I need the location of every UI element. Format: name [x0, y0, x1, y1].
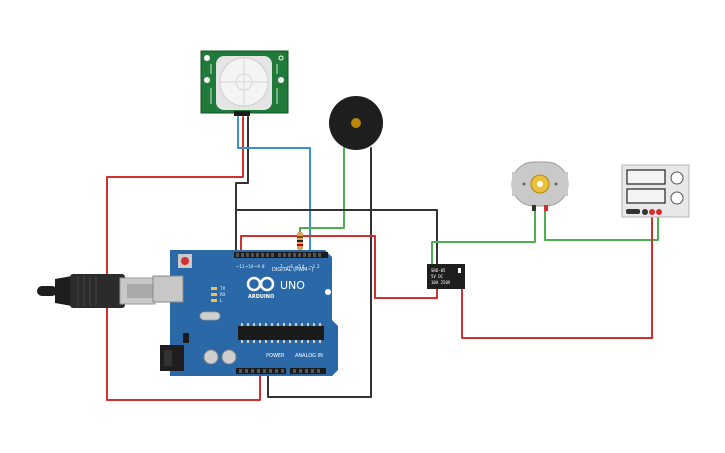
svg-text:8: 8	[262, 264, 265, 269]
wire-relay-gnd-black[interactable]	[235, 209, 438, 266]
supply-display-top	[626, 169, 666, 185]
wire-relay-signal-red[interactable]	[240, 235, 438, 299]
arduino-logo	[246, 276, 275, 292]
piezo-buzzer[interactable]	[329, 96, 383, 150]
supply-knob-bottom[interactable]	[670, 191, 684, 205]
svg-text:~9: ~9	[254, 264, 260, 269]
svg-text:~10: ~10	[245, 264, 254, 269]
svg-text:~11: ~11	[236, 264, 245, 269]
board-model: UNO	[280, 279, 305, 292]
svg-text:~5: ~5	[295, 264, 301, 269]
label-l: L	[220, 298, 223, 303]
buzzer-center	[351, 118, 361, 128]
relay-label-3: 10A 250V	[431, 280, 451, 285]
wire-buzzer-gnd-black[interactable]	[267, 147, 372, 398]
relay-module[interactable]: SRD-05 5V DC 10A 250V	[427, 264, 465, 289]
svg-text:4: 4	[302, 264, 305, 269]
svg-text:~3: ~3	[309, 264, 315, 269]
wire-relay-supply-red[interactable]	[461, 213, 653, 339]
digital-header-label: DIGITAL (PWM~)	[272, 267, 314, 273]
usb-cable	[37, 274, 156, 308]
analog-header-label: ANALOG IN	[295, 353, 323, 359]
label-rx: RX	[220, 292, 226, 297]
svg-text:2: 2	[317, 264, 320, 269]
svg-text:7: 7	[280, 264, 283, 269]
pir-motion-sensor[interactable]	[200, 50, 289, 116]
motor-shaft	[537, 181, 543, 187]
dc-motor[interactable]	[511, 161, 569, 211]
supply-switch[interactable]	[626, 209, 640, 214]
supply-knob-top[interactable]	[670, 171, 684, 185]
dc-power-supply[interactable]	[621, 164, 690, 218]
relay-label-1: SRD-05	[431, 268, 446, 273]
relay-label-2: 5V DC	[431, 274, 444, 279]
wire-pir-signal-blue[interactable]	[237, 116, 311, 253]
board-brand: ARDUINO	[248, 294, 274, 300]
atmega-chip	[238, 326, 324, 340]
resistor[interactable]	[297, 232, 303, 250]
power-header-label: POWER	[266, 353, 285, 359]
wire-motor-supply-green[interactable]	[544, 209, 659, 241]
wire-relay-motor-green[interactable]	[431, 209, 536, 266]
label-tx: TX	[219, 286, 225, 291]
svg-text:~6: ~6	[287, 264, 293, 269]
supply-display-bottom	[626, 188, 666, 204]
